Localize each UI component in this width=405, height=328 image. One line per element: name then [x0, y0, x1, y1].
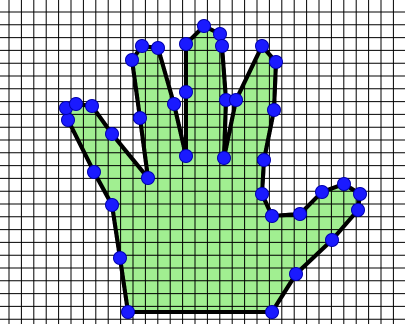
vertex-handle[interactable]	[258, 154, 271, 167]
vertex-handle[interactable]	[168, 98, 181, 111]
vertex-handle[interactable]	[338, 178, 351, 191]
vertex-handle[interactable]	[214, 28, 227, 41]
vertex-handle[interactable]	[256, 40, 269, 53]
vertex-handle[interactable]	[230, 94, 243, 107]
vertex-handle[interactable]	[70, 98, 83, 111]
vertex-handle[interactable]	[266, 306, 279, 319]
vertex-handle[interactable]	[114, 252, 127, 265]
vertex-handle[interactable]	[256, 188, 269, 201]
vertex-handle[interactable]	[62, 114, 75, 127]
vertex-handle[interactable]	[216, 40, 229, 53]
vertex-handle[interactable]	[180, 150, 193, 163]
vertex-handle[interactable]	[126, 54, 139, 67]
vertex-handle[interactable]	[136, 40, 149, 53]
vertex-handle[interactable]	[266, 210, 279, 223]
vertex-handle[interactable]	[198, 20, 211, 33]
vertex-handle[interactable]	[352, 204, 365, 217]
vertex-handle[interactable]	[88, 166, 101, 179]
vertex-handle[interactable]	[180, 38, 193, 51]
vertex-handle[interactable]	[86, 100, 99, 113]
vertex-handle[interactable]	[134, 112, 147, 125]
vertex-handle[interactable]	[142, 172, 155, 185]
vertex-handle[interactable]	[180, 86, 193, 99]
vertex-handle[interactable]	[316, 186, 329, 199]
vertex-handle[interactable]	[218, 152, 231, 165]
vertex-handle[interactable]	[106, 199, 119, 212]
vertex-handle[interactable]	[290, 268, 303, 281]
vertex-handle[interactable]	[326, 234, 339, 247]
vertex-handle[interactable]	[270, 56, 283, 69]
vertex-handle[interactable]	[268, 104, 281, 117]
vertex-handle[interactable]	[106, 128, 119, 141]
vertex-handle[interactable]	[354, 188, 367, 201]
vertex-handle[interactable]	[152, 42, 165, 55]
vertex-handle[interactable]	[294, 208, 307, 221]
vertex-handle[interactable]	[122, 306, 135, 319]
